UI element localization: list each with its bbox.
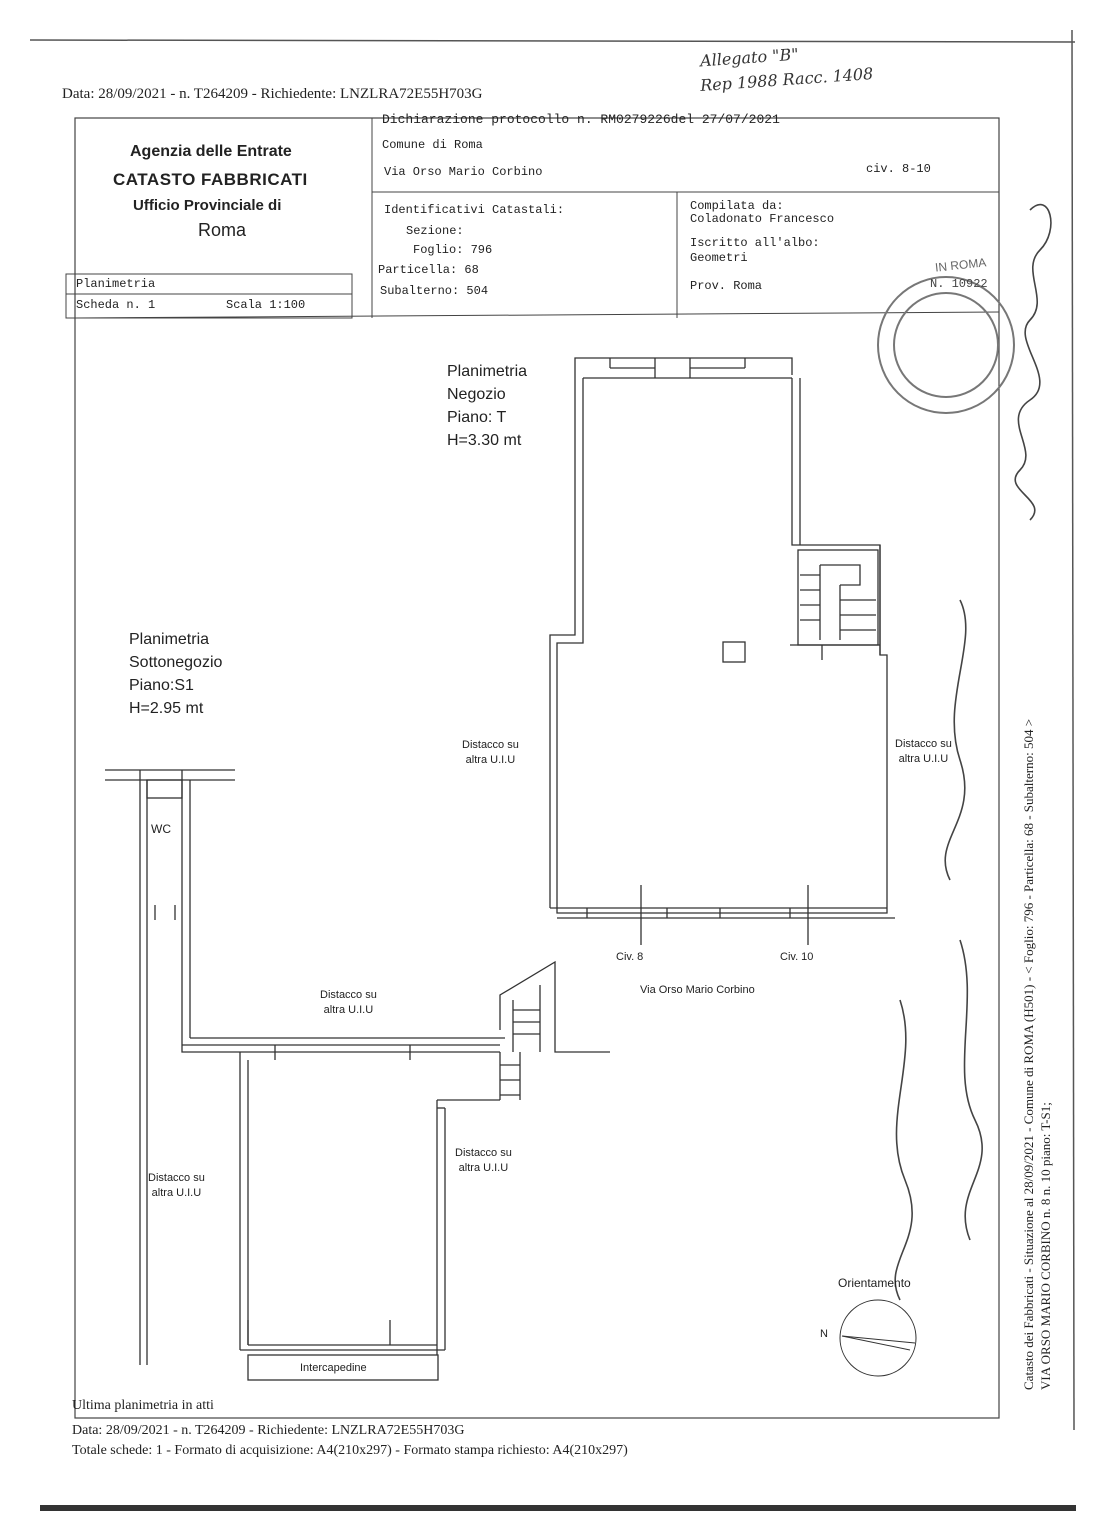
negozio-title: Planimetria (447, 363, 528, 380)
compiled-prov: Prov. Roma (690, 279, 763, 293)
distacco-label-c: Distacco su altra U.I.U (320, 988, 377, 1018)
distacco-b-line1: Distacco su (895, 738, 952, 750)
distacco-label-e: Distacco su altra U.I.U (148, 1171, 205, 1201)
negozio-floor: Piano: T (447, 409, 507, 426)
cadastral-foglio: Foglio: 796 (413, 243, 493, 257)
compass (839, 1299, 917, 1377)
cadastral-subalterno: Subalterno: 504 (380, 284, 489, 298)
cadastral-particella: Particella: 68 (378, 263, 479, 277)
civ10-label: Civ. 10 (780, 951, 814, 963)
handwritten-signatures (894, 203, 1052, 1301)
declaration-address: Via Orso Mario Corbino (384, 165, 543, 179)
sottonegozio-height: H=2.95 mt (129, 700, 204, 717)
sottonegozio-title: Planimetria (129, 631, 210, 648)
agency-name: Agenzia delle Entrate (130, 143, 292, 160)
plan-box-scala: Scala 1:100 (226, 298, 306, 312)
distacco-e-line2: altra U.I.U (151, 1187, 202, 1199)
negozio-height: H=3.30 mt (447, 432, 522, 449)
compiled-name: Coladonato Francesco (690, 212, 835, 226)
plan-box-label: Planimetria (76, 277, 156, 291)
footer-totals: Totale schede: 1 - Formato di acquisizio… (72, 1443, 628, 1458)
sottonegozio-type: Sottonegozio (129, 654, 223, 671)
distacco-label-a: Distacco su altra U.I.U (462, 738, 519, 768)
wc-label: WC (151, 822, 171, 836)
sottonegozio-label: Planimetria Sottonegozio Piano:S1 H=2.95… (129, 628, 222, 720)
negozio-walls (549, 357, 895, 945)
compiled-label: Compilata da: (690, 199, 784, 213)
distacco-a-line2: altra U.I.U (465, 754, 516, 766)
distacco-c-line2: altra U.I.U (323, 1004, 374, 1016)
distacco-label-d: Distacco su altra U.I.U (455, 1146, 512, 1176)
plan-box-scheda: Scheda n. 1 (76, 298, 156, 312)
sottonegozio-walls (105, 769, 610, 1381)
agency-city: Roma (198, 220, 247, 240)
cadastral-sezione: Sezione: (406, 224, 464, 238)
footer-last-plan: Ultima planimetria in atti (72, 1398, 214, 1413)
distacco-d-line1: Distacco su (455, 1147, 512, 1159)
distacco-e-line1: Distacco su (148, 1172, 205, 1184)
distacco-c-line1: Distacco su (320, 989, 377, 1001)
side-text-line1: Catasto dei Fabbricati - Situazione al 2… (1021, 718, 1036, 1390)
stamp-number: N. 10922 (930, 277, 988, 291)
distacco-b-line2: altra U.I.U (898, 753, 949, 765)
sottonegozio-floor: Piano:S1 (129, 677, 194, 694)
professional-stamp (877, 276, 1015, 414)
top-header: Data: 28/09/2021 - n. T264209 - Richiede… (62, 86, 483, 102)
intercapedine-label: Intercapedine (300, 1362, 367, 1374)
distacco-d-line2: altra U.I.U (458, 1162, 509, 1174)
agency-office: Ufficio Provinciale di (133, 197, 282, 214)
footer-date: Data: 28/09/2021 - n. T264209 - Richiede… (72, 1423, 465, 1438)
compiled-albo-value: Geometri (690, 251, 748, 265)
street-label: Via Orso Mario Corbino (640, 984, 755, 996)
negozio-type: Negozio (447, 386, 506, 403)
negozio-label: Planimetria Negozio Piano: T H=3.30 mt (447, 360, 527, 452)
cadastral-title: Identificativi Catastali: (384, 203, 565, 217)
side-text-line2: VIA ORSO MARIO CORBINO n. 8 n. 10 piano:… (1038, 1102, 1053, 1390)
distacco-label-b: Distacco su altra U.I.U (895, 737, 952, 767)
declaration-comune: Comune di Roma (382, 138, 483, 152)
orientamento-label: Orientamento (838, 1276, 911, 1290)
declaration-protocol: Dichiarazione protocollo n. RM0279226del… (382, 112, 780, 127)
north-label: N (820, 1328, 828, 1340)
compiled-albo: Iscritto all'albo: (690, 236, 820, 250)
distacco-a-line1: Distacco su (462, 739, 519, 751)
declaration-civ: civ. 8-10 (866, 162, 931, 176)
civ8-label: Civ. 8 (616, 951, 644, 963)
agency-department: CATASTO FABBRICATI (113, 170, 308, 189)
